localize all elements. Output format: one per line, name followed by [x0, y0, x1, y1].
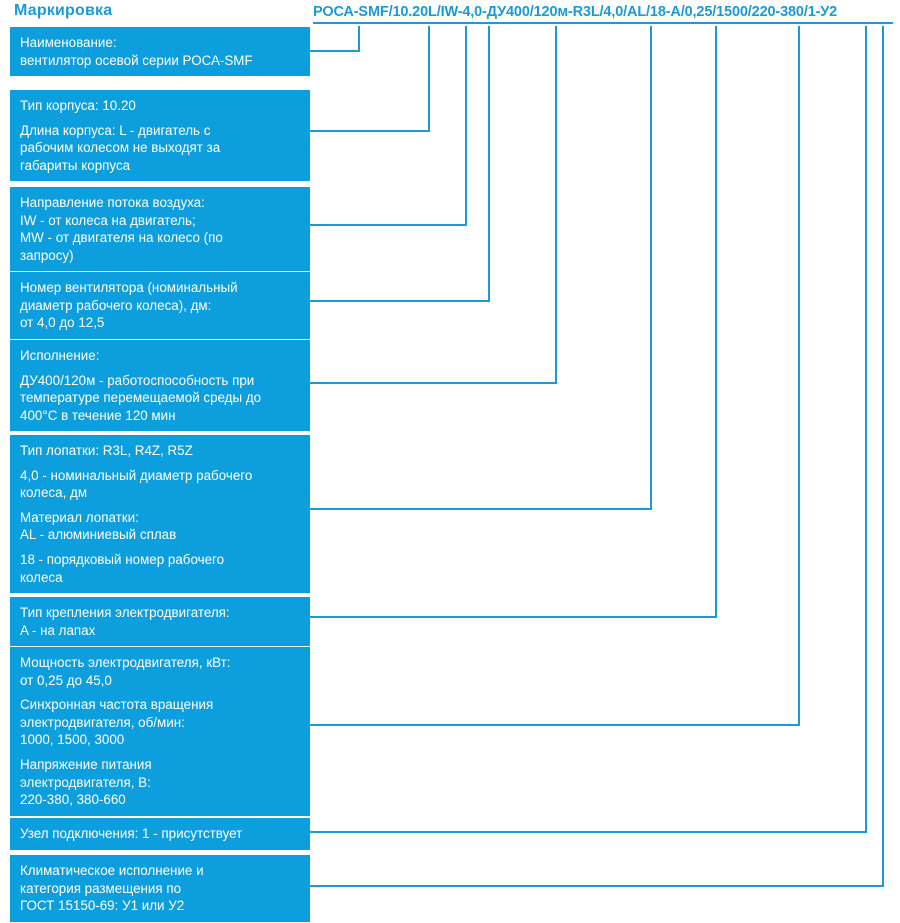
- connector-horizontal-moshchnost: [310, 724, 800, 726]
- info-block-line: 400°С в течение 120 мин: [20, 407, 176, 423]
- connector-horizontal-ispolnenie: [310, 381, 557, 384]
- info-block-line: Материал лопатки:: [20, 509, 139, 525]
- info-block-line: Наименование:: [20, 35, 117, 50]
- info-block-tip-lopatki: Тип лопатки: R3L, R4Z, R5Z 4,0 - номиналь…: [10, 435, 310, 594]
- info-block-line: Номер вентилятора (номинальный: [20, 280, 238, 295]
- info-block-napravlenie-potoka: Направление потока воздуха: IW - от колес…: [10, 187, 310, 272]
- info-block-moshchnost: Мощность электродвигателя, кВт: от 0,25 д…: [10, 647, 310, 816]
- info-block-line: Климатическое исполнение и: [20, 863, 204, 878]
- info-block-line: электродвигателя, об/мин:: [20, 714, 185, 730]
- info-block-line: 18 - порядковый номер рабочего: [20, 551, 225, 567]
- info-block-line: Направление потока воздуха:: [20, 195, 205, 210]
- info-block-line: A - на лапах: [20, 622, 96, 638]
- info-block-line: вентилятор осевой серии РОСА-SMF: [20, 52, 253, 68]
- info-block-line: Тип лопатки: R3L, R4Z, R5Z: [20, 443, 193, 458]
- connector-horizontal-klimaticheskoe-ispolnenie: [310, 885, 884, 887]
- info-block-line: 220-380, 380-660: [20, 792, 126, 808]
- connector-horizontal-napravlenie-potoka: [310, 223, 467, 226]
- info-block-line: колеса: [20, 569, 63, 585]
- info-block-line: колеса, дм: [20, 485, 88, 501]
- connector-vertical-uzel-podklyucheniya: [865, 26, 867, 832]
- connector-vertical-nomer-ventilyatora: [488, 26, 490, 301]
- info-block-nomer-ventilyatora: Номер вентилятора (номинальный диаметр ра…: [10, 272, 310, 339]
- info-block-line: Исполнение:: [20, 348, 100, 363]
- info-block-ispolnenie: Исполнение: ДУ400/120м - работоспособност…: [10, 340, 310, 432]
- info-block-line: Тип корпуса: 10.20: [20, 98, 136, 113]
- info-block-line: Тип крепления электродвигателя:: [20, 605, 230, 620]
- connector-horizontal-nomer-ventilyatora: [310, 300, 490, 302]
- info-block-line: от 4,0 до 12,5: [20, 315, 105, 331]
- connector-vertical-tip-krepleniya: [715, 26, 717, 617]
- connector-vertical-tip-korpusa: [428, 26, 430, 131]
- info-block-line: от 0,25 до 45,0: [20, 672, 112, 688]
- info-block-line: Узел подключения: 1 - присутствует: [20, 826, 243, 841]
- info-block-naimenovanie: Наименование: вентилятор осевой серии РОС…: [10, 27, 310, 77]
- connector-vertical-ispolnenie: [555, 26, 557, 383]
- connector-horizontal-tip-krepleniya: [310, 616, 717, 618]
- info-block-line: температуре перемещаемой среды до: [20, 390, 262, 406]
- info-block-tip-krepleniya: Тип крепления электродвигателя: A - на ла…: [10, 597, 310, 647]
- info-block-line: AL - алюминиевый сплав: [20, 527, 177, 543]
- connector-vertical-napravlenie-potoka: [465, 26, 467, 225]
- connector-vertical-naimenovanie: [358, 26, 360, 51]
- info-block-line: габариты корпуса: [20, 157, 131, 173]
- info-block-line: диаметр рабочего колеса), дм:: [20, 297, 212, 313]
- info-block-line: запросу): [20, 247, 74, 263]
- info-block-line: ДУ400/120м - работоспособность при: [20, 372, 255, 388]
- connector-vertical-tip-lopatki: [650, 26, 652, 509]
- info-block-line: IW - от колеса на двигатель;: [20, 212, 196, 228]
- info-block-line: электродвигателя, В:: [20, 774, 151, 790]
- info-block-line: категория размещения по: [20, 880, 182, 896]
- info-block-line: 4,0 - номинальный диаметр рабочего: [20, 467, 253, 483]
- connector-horizontal-tip-korpusa: [310, 130, 430, 132]
- info-block-line: 1000, 1500, 3000: [20, 732, 125, 748]
- info-block-line: рабочим колесом не выходят за: [20, 140, 221, 156]
- info-block-line: Мощность электродвигателя, кВт:: [20, 655, 231, 670]
- connector-horizontal-uzel-podklyucheniya: [310, 830, 867, 833]
- info-block-line: Синхронная частота вращения: [20, 697, 214, 713]
- marking-code-string: РОСА-SMF/10.20L/IW-4,0-ДУ400/120м-R3L/4,…: [313, 4, 893, 24]
- connector-horizontal-tip-lopatki: [310, 507, 652, 510]
- page-title: Маркировка: [14, 2, 113, 19]
- info-block-line: ГОСТ 15150-69: У1 или У2: [20, 898, 185, 914]
- connector-horizontal-naimenovanie: [310, 50, 360, 52]
- info-block-line: MW - от двигателя на колесо (по: [20, 230, 223, 246]
- info-block-line: Напряжение питания: [20, 756, 152, 772]
- info-block-klimaticheskoe-ispolnenie: Климатическое исполнение и категория разм…: [10, 855, 310, 922]
- info-block-uzel-podklyucheniya: Узел подключения: 1 - присутствует: [10, 818, 310, 850]
- connector-vertical-moshchnost: [798, 26, 800, 725]
- connector-vertical-klimaticheskoe-ispolnenie: [882, 26, 884, 886]
- info-block-line: Длина корпуса: L - двигатель с: [20, 122, 211, 138]
